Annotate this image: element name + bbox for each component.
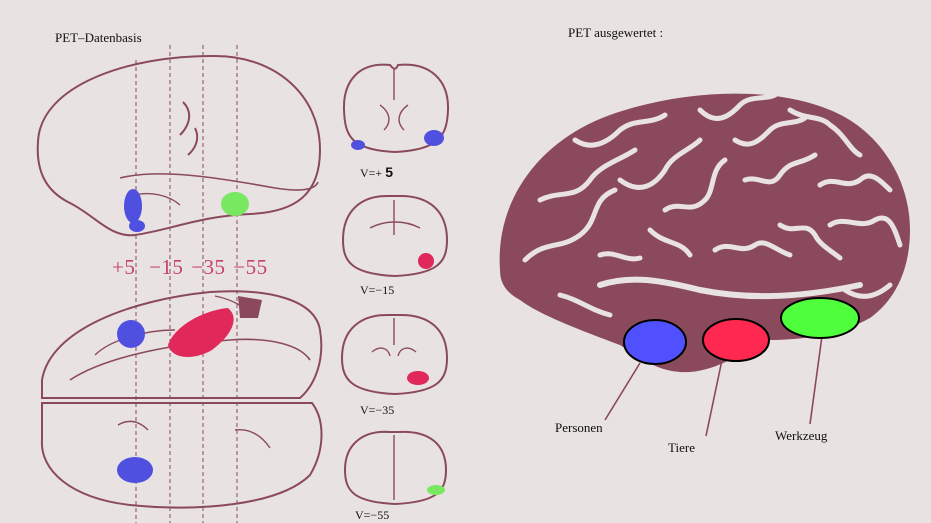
coord-label: −35 bbox=[191, 255, 225, 279]
section-lines bbox=[136, 45, 237, 523]
pointer-personen bbox=[605, 363, 640, 420]
slice3-blob-tiere bbox=[407, 371, 429, 385]
slice4-blob-werkzeug bbox=[427, 485, 445, 495]
pointer-werkzeug bbox=[810, 336, 822, 424]
label-tiere: Tiere bbox=[668, 440, 695, 456]
ventral-blob-tiere bbox=[168, 308, 234, 357]
lateral-blob-werkzeug bbox=[221, 192, 249, 216]
label-personen: Personen bbox=[555, 420, 603, 436]
coordinate-labels: +5 −15 −35 −55 bbox=[112, 255, 268, 280]
label-werkzeug: Werkzeug bbox=[775, 428, 827, 444]
slice-label-1: V=+ 5 bbox=[360, 164, 393, 181]
ellipse-personen bbox=[624, 320, 686, 364]
slice2-blob-tiere bbox=[418, 253, 434, 269]
lateral-blob-personen bbox=[124, 189, 142, 223]
lower-blob-personen bbox=[117, 457, 153, 483]
slice-label-2: V=−15 bbox=[360, 283, 394, 298]
slice-label-4: V=−55 bbox=[355, 508, 389, 523]
slice1-blob-personen bbox=[351, 140, 365, 150]
lateral-view bbox=[38, 56, 320, 235]
ellipse-werkzeug bbox=[781, 298, 859, 338]
ellipse-tiere bbox=[703, 319, 769, 361]
ventral-lower-view bbox=[42, 403, 322, 507]
coord-label: +5 bbox=[112, 255, 135, 279]
pointer-tiere bbox=[706, 360, 722, 436]
coord-label: −15 bbox=[149, 255, 183, 279]
coord-label: −55 bbox=[233, 255, 267, 279]
slice-label-3: V=−35 bbox=[360, 403, 394, 418]
ventral-blob-personen bbox=[117, 320, 145, 348]
slice1-blob-personen-right bbox=[424, 130, 444, 146]
